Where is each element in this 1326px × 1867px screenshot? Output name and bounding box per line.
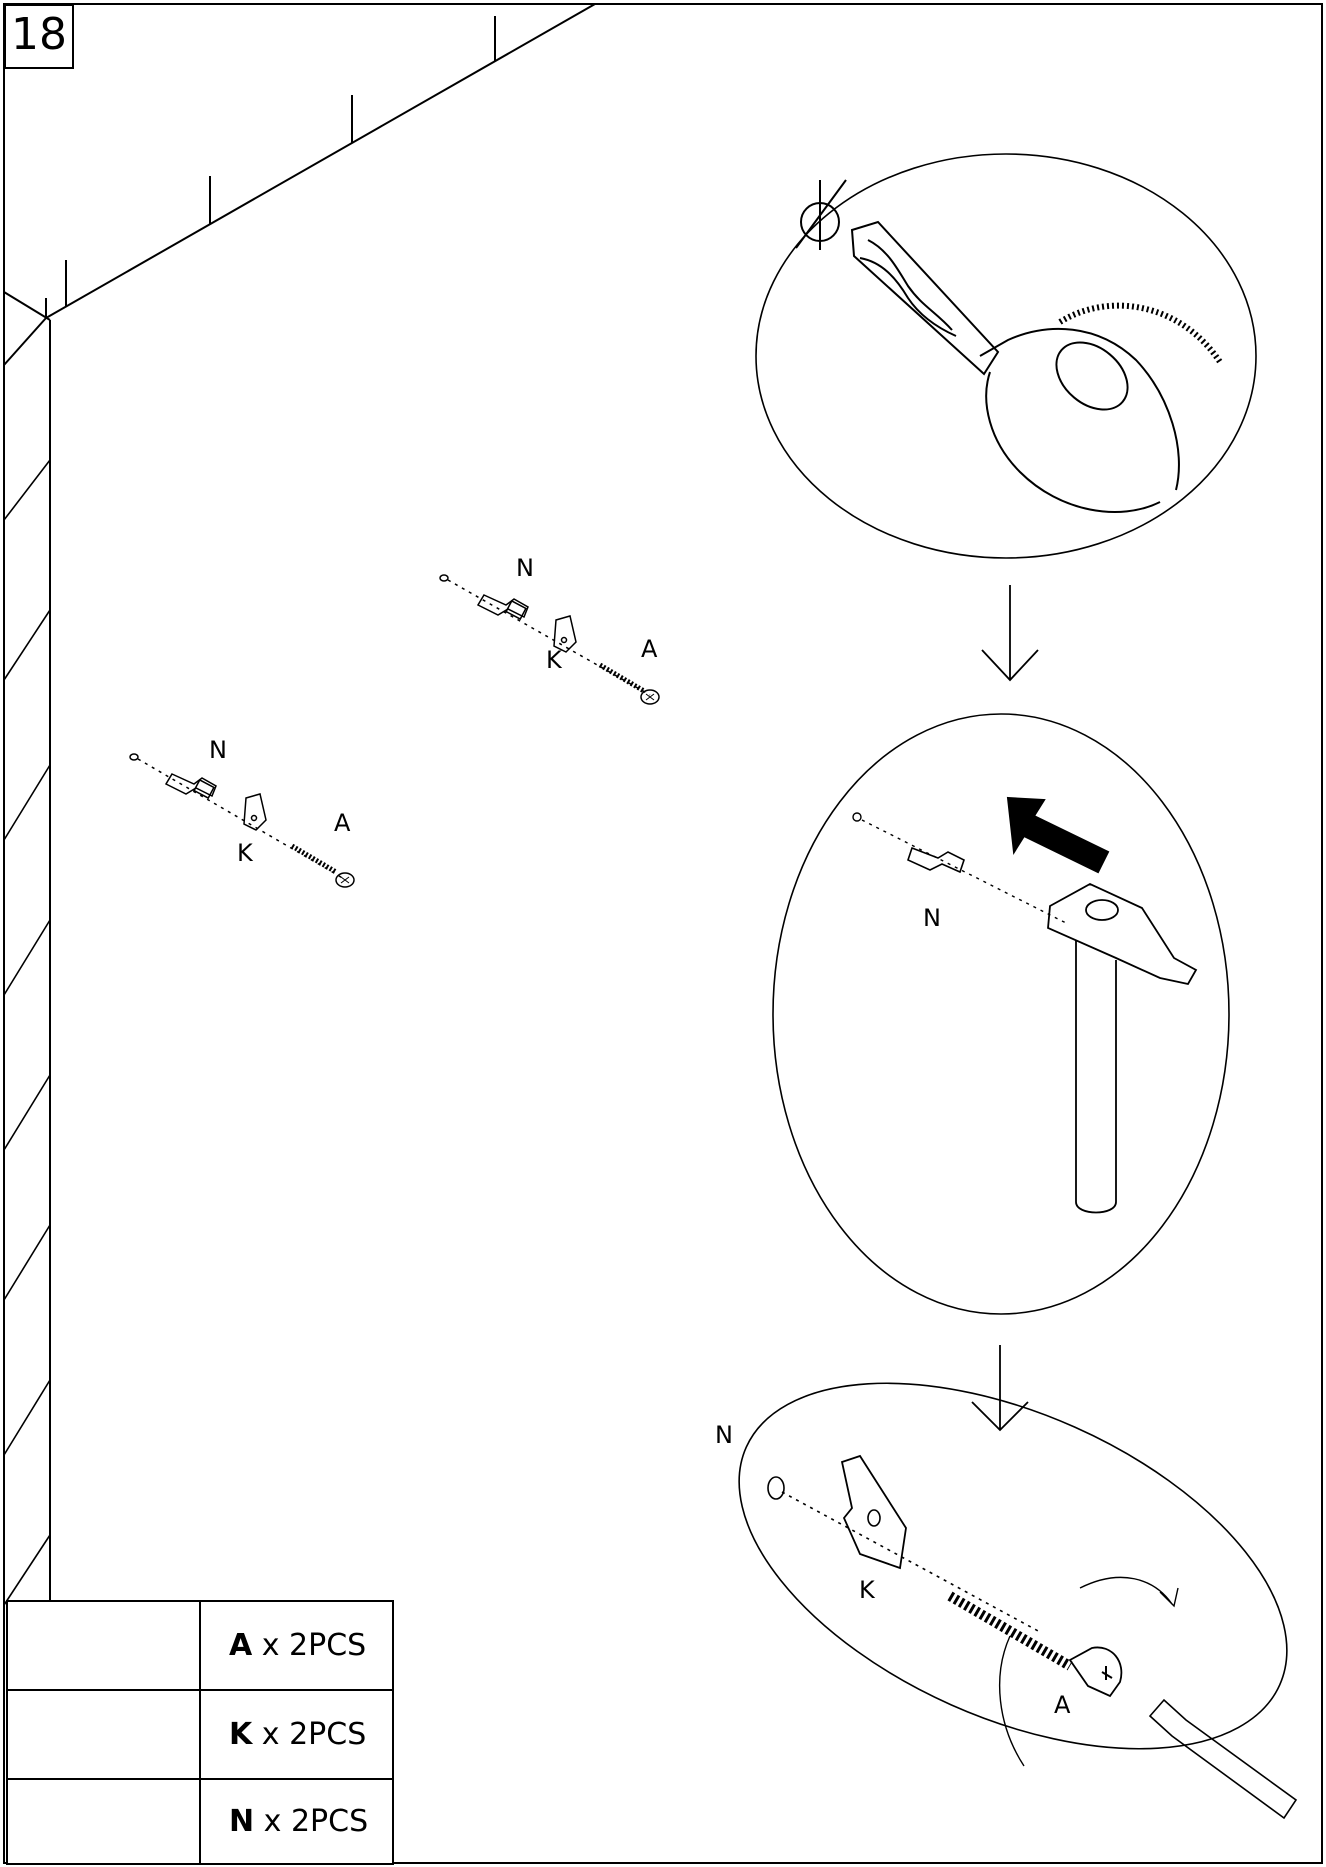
parts-row-text: A x 2PCS xyxy=(201,1602,392,1689)
parts-row-text: N x 2PCS xyxy=(201,1778,392,1865)
lower-fixing-group xyxy=(129,753,355,888)
upper-bracket-label: K xyxy=(546,646,562,674)
part-code: A xyxy=(229,1628,253,1663)
parts-row-image xyxy=(8,1602,201,1689)
screw-fix-detail xyxy=(738,1382,1298,1820)
step-number: 18 xyxy=(4,4,74,69)
hammer-icon xyxy=(1047,882,1198,1214)
fix-dowel-label: N xyxy=(715,1421,733,1449)
part-qty: x 2PCS xyxy=(261,1717,367,1752)
drill-detail xyxy=(755,153,1257,559)
parts-row-n: N x 2PCS xyxy=(8,1778,392,1865)
upper-fixing-group xyxy=(439,574,660,705)
side-panel-hatching xyxy=(3,459,51,1606)
wall-outline xyxy=(3,3,596,1600)
parts-table: A x 2PCS K x 2PCS N x 2PCS xyxy=(6,1600,394,1865)
upper-dowel-label: N xyxy=(516,554,534,582)
part-code: N xyxy=(229,1804,255,1839)
part-code: K xyxy=(229,1717,253,1752)
part-qty: x 2PCS xyxy=(263,1804,369,1839)
rotate-arrow-icon xyxy=(999,1576,1173,1767)
hammer-dowel-label: N xyxy=(923,904,941,932)
parts-row-image xyxy=(8,1691,201,1778)
screwdriver-icon xyxy=(1148,1698,1298,1820)
lower-bracket-label: K xyxy=(237,839,253,867)
parts-row-k: K x 2PCS xyxy=(8,1691,392,1778)
push-arrow-icon xyxy=(1006,796,1110,874)
fix-screw-label: A xyxy=(1054,1691,1071,1719)
parts-divider xyxy=(8,1689,392,1691)
lower-dowel-label: N xyxy=(209,736,227,764)
upper-screw-label: A xyxy=(641,635,658,663)
parts-row-text: K x 2PCS xyxy=(201,1691,392,1778)
parts-row-image xyxy=(8,1778,201,1865)
arrow-down-icon xyxy=(971,1345,1029,1432)
lower-screw-label: A xyxy=(334,809,351,837)
drill-bit-icon xyxy=(795,179,1223,513)
fix-bracket-label: K xyxy=(859,1576,875,1604)
hammer-detail xyxy=(772,713,1230,1315)
page-frame xyxy=(3,3,1323,1864)
parts-row-a: A x 2PCS xyxy=(8,1602,392,1689)
arrow-down-icon xyxy=(981,585,1039,682)
part-qty: x 2PCS xyxy=(261,1628,367,1663)
